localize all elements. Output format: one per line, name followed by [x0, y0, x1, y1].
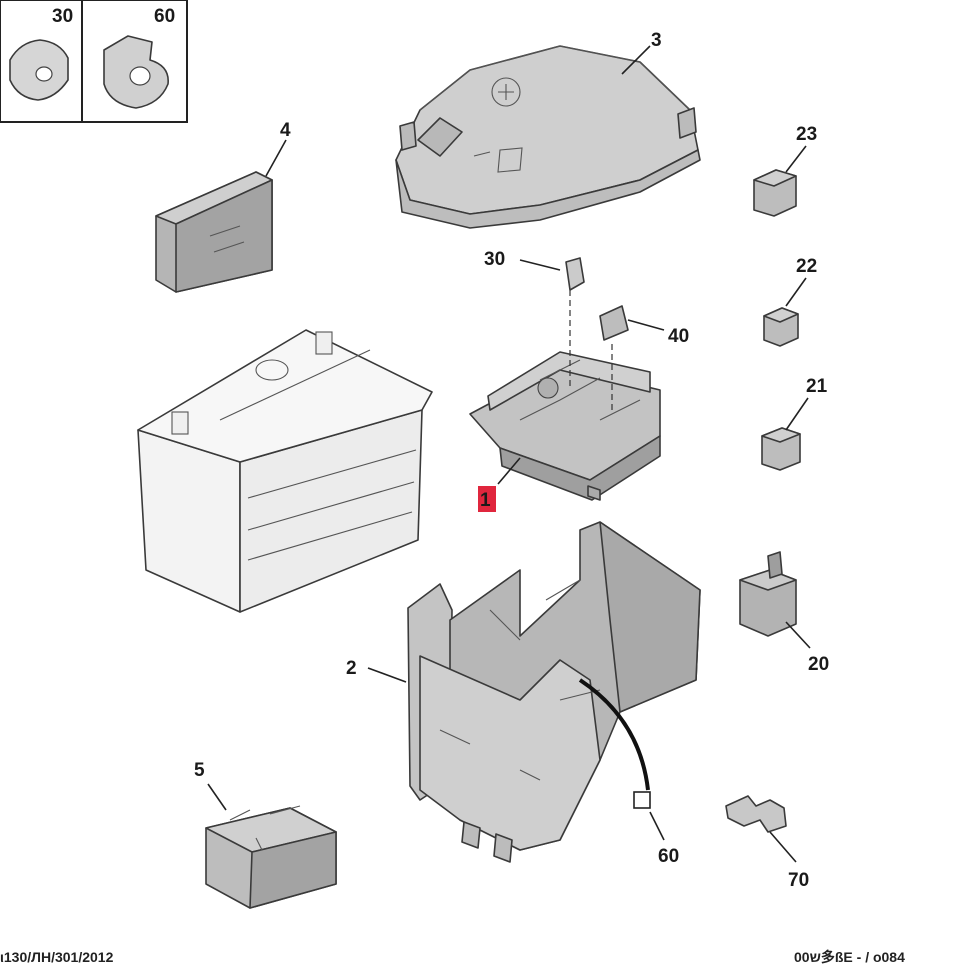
inset-label-30: 30: [52, 6, 73, 27]
callout-23: 23: [796, 124, 817, 145]
callout-22: 22: [796, 256, 817, 277]
relay-20-part: [739, 551, 797, 637]
part-60-marker: [633, 791, 651, 809]
bracket-70-part: [725, 795, 787, 833]
fuse-box-part: [469, 351, 661, 501]
cover-part: [395, 45, 701, 229]
callout-21: 21: [806, 376, 828, 397]
callout-30: 30: [484, 249, 505, 270]
callout-2: 2: [346, 658, 357, 679]
relay-22-part: [763, 307, 799, 347]
connector-block-5: [205, 805, 337, 909]
callout-40: 40: [668, 326, 689, 347]
battery-tray-part: [407, 521, 701, 863]
callout-3: 3: [651, 30, 662, 51]
fuse-block-4: [155, 171, 273, 293]
callout-5: 5: [194, 760, 205, 781]
flanged-nut-icon: [9, 39, 69, 101]
callout-20: 20: [808, 654, 829, 675]
fuse-40-part: [599, 305, 629, 341]
inset-panel: 30 60: [0, 0, 188, 123]
callout-4: 4: [280, 120, 291, 141]
footer-right-ref: 00ש多ßE - / o084: [794, 949, 905, 965]
relay-23-part: [753, 169, 797, 217]
callout-60: 60: [658, 846, 679, 867]
relay-21-part: [761, 427, 801, 471]
battery-part: [137, 329, 433, 613]
fuse-30-part: [565, 257, 585, 291]
callout-1: 1: [480, 490, 491, 511]
highlight-marker: [478, 486, 496, 512]
callout-70: 70: [788, 870, 809, 891]
inset-label-60: 60: [154, 6, 175, 27]
footer-left-ref: ι130/ЛН/301/2012: [0, 949, 114, 965]
threaded-nut-icon: [103, 35, 169, 109]
